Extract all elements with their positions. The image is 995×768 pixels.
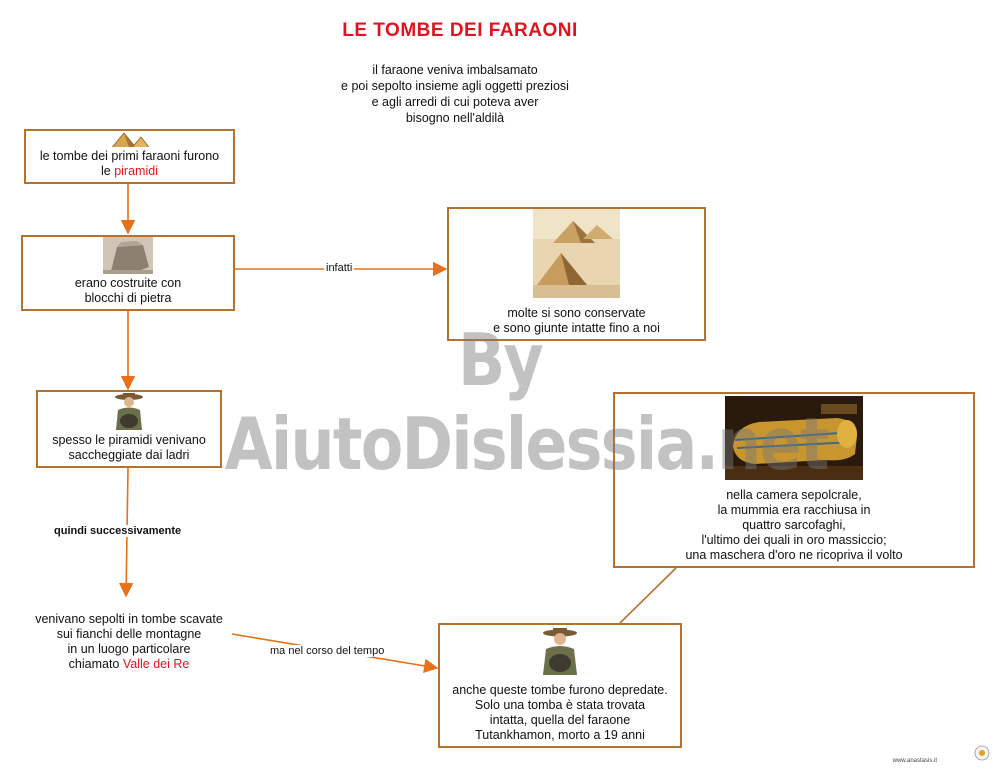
highlight-valle-dei-re: Valle dei Re bbox=[122, 657, 190, 671]
giza-pyramids-icon bbox=[533, 209, 620, 298]
node-conservate: molte si sono conservate e sono giunte i… bbox=[447, 207, 706, 341]
intro-text: il faraone veniva imbalsamato e poi sepo… bbox=[341, 63, 569, 125]
thief-icon bbox=[115, 393, 143, 430]
highlight-piramidi: piramidi bbox=[114, 164, 158, 178]
link-label-infatti: infatti bbox=[324, 262, 355, 274]
thief-icon bbox=[543, 628, 577, 675]
node-depredate: anche queste tombe furono depredate. Sol… bbox=[438, 623, 682, 748]
credit-text: www.anastasis.it bbox=[892, 758, 937, 764]
anastasis-logo-icon bbox=[974, 745, 990, 761]
sarcophagus-icon bbox=[725, 396, 863, 480]
node-blocchi: erano costruite con blocchi di pietra bbox=[21, 235, 235, 311]
link-label-quindi: quindi successivamente bbox=[52, 525, 184, 537]
node-valle: venivano sepolti in tombe scavate sui fi… bbox=[35, 612, 223, 671]
line-depredate-sarcofago bbox=[619, 567, 677, 624]
node-piramidi: le tombe dei primi faraoni furono le pir… bbox=[24, 129, 235, 184]
pyramids-icon bbox=[111, 132, 149, 147]
link-label-corso: ma nel corso del tempo bbox=[268, 645, 387, 657]
node-sarcofago: nella camera sepolcrale, la mummia era r… bbox=[613, 392, 975, 568]
node-saccheggiate: spesso le piramidi venivano saccheggiate… bbox=[36, 390, 222, 468]
stone-block-icon bbox=[103, 237, 153, 274]
page-title: LE TOMBE DEI FARAONI bbox=[342, 20, 578, 41]
